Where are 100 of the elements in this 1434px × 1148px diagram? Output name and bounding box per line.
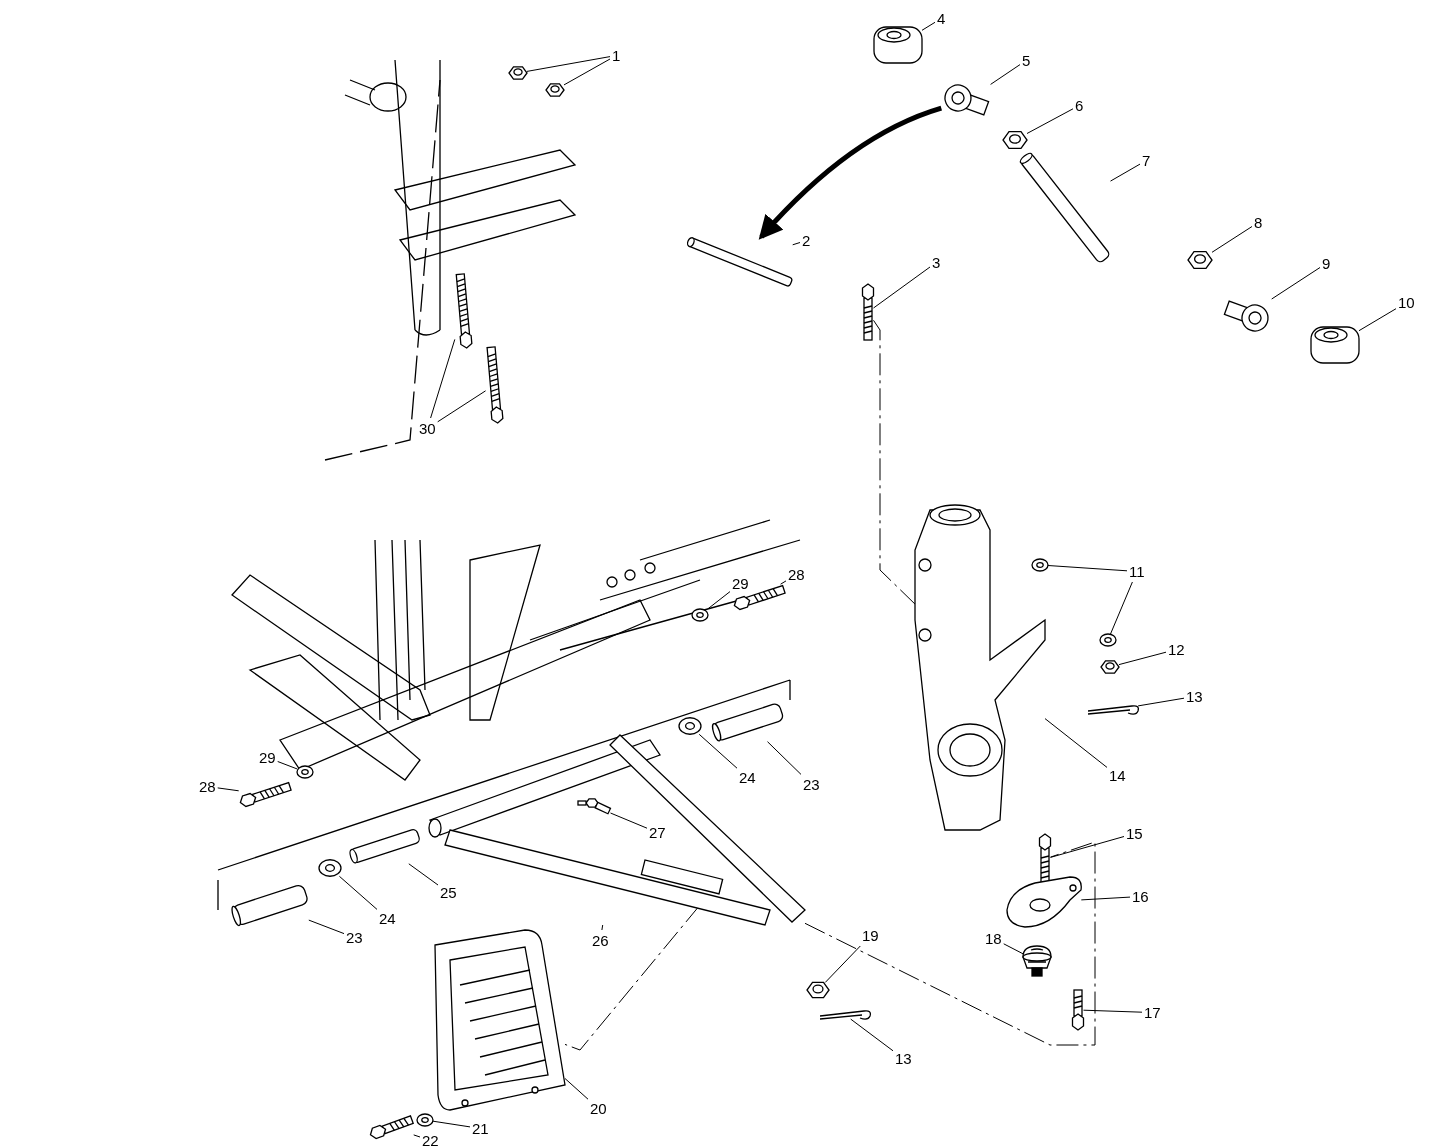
callout-number: 20 xyxy=(590,1100,607,1117)
callout-number: 28 xyxy=(199,778,216,795)
leader-line xyxy=(430,338,456,419)
leader-line xyxy=(850,1018,894,1052)
callout-number: 15 xyxy=(1126,825,1143,842)
leader-line xyxy=(413,1134,421,1138)
callout-number: 22 xyxy=(422,1132,439,1148)
callout-number: 11 xyxy=(1129,563,1145,580)
callout-number: 29 xyxy=(259,749,276,766)
callout-number: 23 xyxy=(346,929,363,946)
bolt-drawing xyxy=(369,1115,415,1140)
washer-drawing xyxy=(1099,633,1117,647)
leader-line xyxy=(824,945,861,983)
nut-drawing xyxy=(545,83,565,97)
callout-number: 3 xyxy=(932,254,941,271)
leader-line xyxy=(1271,267,1321,300)
leader-line xyxy=(767,741,802,775)
callout-number: 27 xyxy=(649,824,666,841)
bolt-drawing xyxy=(1071,989,1085,1031)
callout-number: 12 xyxy=(1168,641,1185,658)
skid-plate-drawing xyxy=(434,929,566,1111)
callout-number: 2 xyxy=(802,232,811,249)
callout-number: 6 xyxy=(1075,97,1084,114)
leader-line xyxy=(217,787,240,792)
leader-line xyxy=(990,64,1021,85)
washer-drawing xyxy=(1031,558,1049,572)
callout-number: 24 xyxy=(739,769,756,786)
leader-line xyxy=(277,761,298,770)
callout-number: 10 xyxy=(1398,294,1415,311)
bolt-drawing xyxy=(239,781,292,808)
leader-line xyxy=(437,390,487,423)
grease-fitting-drawing xyxy=(577,798,612,815)
callout-number: 1 xyxy=(612,47,621,64)
bushing-drawing xyxy=(873,26,923,64)
callout-number: 24 xyxy=(379,910,396,927)
callout-number: 5 xyxy=(1022,52,1031,69)
leader-line xyxy=(1083,1009,1143,1013)
callout-number: 25 xyxy=(440,884,457,901)
washer-drawing xyxy=(678,717,702,735)
washer-drawing xyxy=(416,1113,434,1127)
leader-line xyxy=(526,56,611,72)
leader-line xyxy=(338,875,378,910)
bolt-drawing xyxy=(486,346,504,424)
direction-arrow xyxy=(758,105,943,240)
callout-number: 26 xyxy=(592,932,609,949)
callout-number: 13 xyxy=(895,1050,912,1067)
leader-line xyxy=(1118,651,1167,666)
washer-drawing xyxy=(296,765,314,779)
callout-number: 7 xyxy=(1142,152,1151,169)
leader-line xyxy=(564,1078,589,1100)
rod-end-drawing xyxy=(1223,300,1269,332)
plate-drawing xyxy=(1006,876,1082,928)
assembly-centerline xyxy=(804,841,1096,1046)
leader-line xyxy=(1110,163,1141,182)
callout-number: 16 xyxy=(1132,888,1149,905)
nut-drawing xyxy=(1002,131,1028,149)
callout-number: 13 xyxy=(1186,688,1203,705)
leader-line xyxy=(610,812,648,829)
leader-line xyxy=(432,1120,471,1128)
leader-line xyxy=(601,924,604,931)
assembly-centerline xyxy=(873,319,916,605)
spindle-drawing xyxy=(914,504,1046,831)
bolt-drawing xyxy=(861,283,875,341)
nut-drawing xyxy=(1100,660,1120,674)
callout-number: 14 xyxy=(1109,767,1126,784)
callout-number: 28 xyxy=(788,566,805,583)
leader-line xyxy=(563,58,611,86)
rod-end-drawing xyxy=(944,84,990,116)
callout-number: 29 xyxy=(732,575,749,592)
leader-line xyxy=(1211,226,1253,253)
callout-number: 9 xyxy=(1322,255,1331,272)
leader-line xyxy=(707,591,731,610)
leader-line xyxy=(792,242,801,246)
callout-number: 21 xyxy=(472,1120,489,1137)
cotter-pin-drawing xyxy=(819,1010,872,1020)
leader-line xyxy=(408,863,439,886)
callout-number: 4 xyxy=(937,10,946,27)
ball-joint-drawing xyxy=(1022,945,1052,977)
leader-line xyxy=(698,733,738,769)
cotter-pin-drawing xyxy=(1087,705,1140,715)
nut-drawing xyxy=(508,66,528,80)
leader-line xyxy=(1026,108,1074,134)
callout-number: 23 xyxy=(803,776,820,793)
washer-drawing xyxy=(318,859,342,877)
bolt-drawing xyxy=(455,273,473,349)
nut-drawing xyxy=(806,981,830,999)
callout-number: 19 xyxy=(862,927,879,944)
leader-line xyxy=(1137,697,1185,707)
leader-line xyxy=(1050,836,1125,858)
leader-line xyxy=(1110,581,1133,635)
bushing-drawing xyxy=(1310,326,1360,364)
leader-line xyxy=(873,266,931,309)
callout-number: 30 xyxy=(419,420,436,437)
leader-line xyxy=(780,580,787,585)
callout-number: 8 xyxy=(1254,214,1263,231)
leader-line xyxy=(1047,565,1128,572)
callout-number: 18 xyxy=(985,930,1002,947)
washer-drawing xyxy=(691,608,709,622)
leader-line xyxy=(1003,943,1024,955)
leader-line xyxy=(308,919,345,935)
